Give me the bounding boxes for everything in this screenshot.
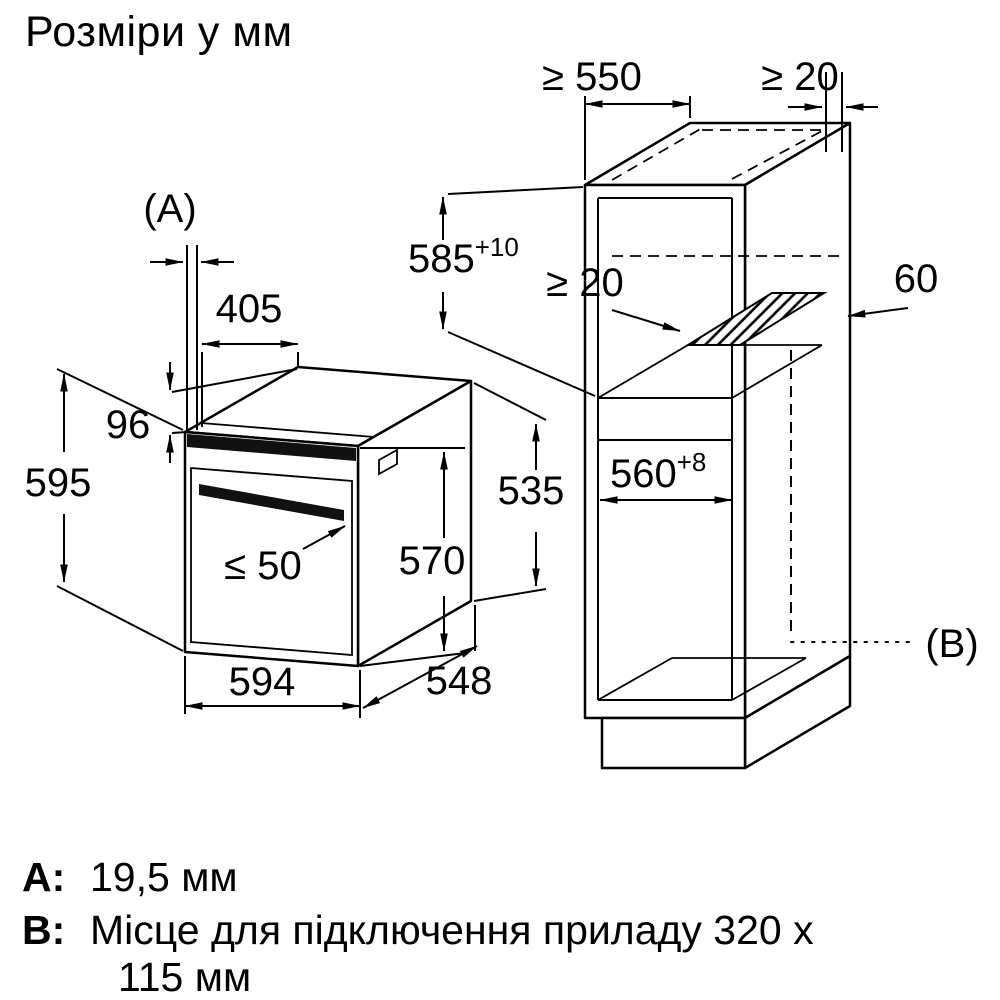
legend-item-b: B: Місце для підключення приладу 320 x 1… <box>22 907 990 1000</box>
installation-diagram: (A) 405 96 595 ≤ 50 <box>25 55 979 770</box>
extension-line <box>473 588 547 602</box>
oven-body <box>183 365 473 668</box>
cabinet-body <box>583 72 917 770</box>
extension-line <box>447 186 584 195</box>
dim-595-label: 595 <box>25 461 92 505</box>
oven-side-vent <box>378 448 398 476</box>
dim-20-inner-label: ≥ 20 <box>546 261 624 305</box>
legend-item-a: A: 19,5 мм <box>22 854 990 900</box>
extension-line <box>56 368 184 431</box>
page-title: Розміри у мм <box>25 8 293 56</box>
dim-20-top-label: ≥ 20 <box>761 55 839 99</box>
extension-line <box>56 585 184 652</box>
oven-control-panel <box>187 434 356 461</box>
floor-depth-line <box>597 657 673 701</box>
legend: A: 19,5 мм B: Місце для підключення прил… <box>22 854 990 1000</box>
dimension-arrow <box>847 307 909 318</box>
dim-a-label: (A) <box>143 187 196 231</box>
dim-548-label: 548 <box>426 659 493 703</box>
dim-570-label: 570 <box>399 539 466 583</box>
legend-key-a: A: <box>22 854 66 900</box>
oven-door-handle <box>199 484 344 521</box>
dim-585-label: 585+10 <box>408 232 519 281</box>
cabinet-dimensions: ≥ 550 ≥ 20 585+10 ≥ 20 60 560+8 (B) <box>408 55 979 666</box>
dimension-line <box>362 645 478 709</box>
dim-50-label: ≤ 50 <box>224 544 302 588</box>
shelf-depth-line <box>597 344 689 399</box>
oven-dimensions: (A) 405 96 595 ≤ 50 <box>25 187 565 718</box>
shelf-depth-line <box>731 344 823 399</box>
cabinet-plinth-front <box>600 716 747 770</box>
legend-value-b-line1: Місце для підключення приладу 320 x <box>90 907 814 954</box>
dimension-arrow <box>302 525 346 550</box>
legend-key-b: B: <box>22 907 66 954</box>
oven-door-outline <box>190 467 353 656</box>
dim-560-label: 560+8 <box>610 447 706 496</box>
dim-60-label: 60 <box>894 257 939 301</box>
extension-line <box>171 368 298 393</box>
dim-96-label: 96 <box>106 403 151 447</box>
dimension-arrow <box>611 309 681 332</box>
floor-depth-line <box>731 657 807 701</box>
extension-line <box>171 431 188 434</box>
extension-line <box>473 382 547 421</box>
dim-405-label: 405 <box>216 287 283 331</box>
vent-duct-hatched <box>684 292 828 346</box>
extension-line <box>447 331 596 397</box>
oven-top-frame-line <box>200 422 375 438</box>
legend-value-b-line2: 115 мм <box>118 953 252 1000</box>
legend-value-b: Місце для підключення приладу 320 x 115 … <box>90 907 814 1000</box>
legend-value-a: 19,5 мм <box>90 854 238 900</box>
dim-535-label: 535 <box>498 469 565 513</box>
cabinet-side-face <box>743 121 852 720</box>
dim-550-label: ≥ 550 <box>542 55 642 99</box>
dim-594-label: 594 <box>229 660 296 704</box>
dim-b-label: (B) <box>925 622 978 666</box>
